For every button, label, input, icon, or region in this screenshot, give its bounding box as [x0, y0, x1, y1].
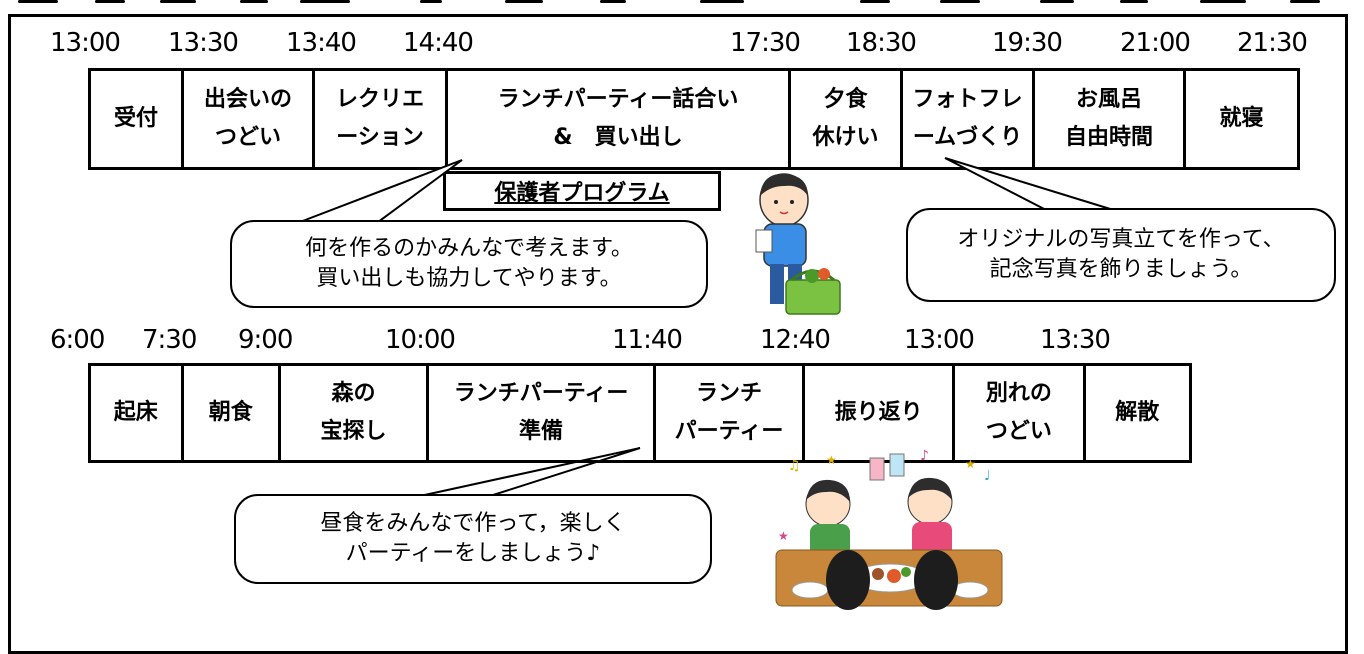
svg-text:★: ★: [778, 529, 789, 543]
activity-cell: 受付: [91, 71, 184, 167]
day2-time: 13:00: [904, 325, 975, 355]
note-photo-frame: オリジナルの写真立てを作って、 記念写真を飾りましょう。: [906, 208, 1336, 302]
svg-text:♫: ♫: [788, 458, 801, 474]
day2-time: 12:40: [760, 325, 831, 355]
day2-time: 10:00: [385, 325, 456, 355]
svg-text:★: ★: [826, 453, 837, 467]
activity-cell: 振り返り: [805, 366, 956, 460]
day2-time: 6:00: [50, 325, 105, 355]
activity-cell: 就寝: [1219, 106, 1264, 131]
activity-cell: 森の 宝探し: [281, 366, 430, 460]
day1-time: 14:40: [403, 28, 474, 58]
activity-cell: ランチパーティー 準備: [429, 366, 656, 460]
day1-schedule-row: 受付 出会いの つどい レクリエ ーション ランチパーティー話合い & 買い出し…: [88, 68, 1300, 170]
day2-time: 13:30: [1040, 325, 1111, 355]
activity-cell: レクリエ ーション: [315, 71, 448, 167]
activity-cell: 起床: [91, 366, 184, 460]
guardian-program-label: 保護者プログラム: [443, 171, 721, 211]
activity-cell: 朝食: [184, 366, 281, 460]
note-party: 昼食をみんなで作って，楽しく パーティーをしましょう♪: [234, 494, 712, 584]
activity-cell: フォトフレ ームづくり: [903, 71, 1035, 167]
day2-schedule-row: 起床 朝食 森の 宝探し ランチパーティー 準備 ランチ パーティー 振り返り …: [88, 363, 1192, 463]
svg-text:♪: ♪: [920, 448, 929, 464]
day1-time: 18:30: [846, 28, 917, 58]
day1-time: 21:30: [1237, 28, 1308, 58]
day1-time: 13:40: [286, 28, 357, 58]
svg-text:♩: ♩: [984, 468, 991, 484]
activity-cell: 出会いの つどい: [184, 71, 315, 167]
day1-time: 13:00: [50, 28, 121, 58]
activity-cell: ランチ パーティー: [656, 366, 806, 460]
activity-cell: 夕食 休けい: [791, 71, 903, 167]
activity-cell: お風呂 自由時間: [1035, 71, 1186, 167]
day1-time: 13:30: [168, 28, 239, 58]
shopping-child-illustration: [755, 173, 841, 315]
svg-text:★: ★: [965, 457, 976, 471]
activity-cell: 別れの つどい: [955, 366, 1086, 460]
day2-time: 9:00: [238, 325, 293, 355]
day1-time: 21:00: [1120, 28, 1191, 58]
activity-cell: ランチパーティー話合い & 買い出し: [448, 71, 791, 167]
day1-time: 19:30: [992, 28, 1063, 58]
day2-time: 7:30: [142, 325, 197, 355]
top-edge-fragments: [0, 0, 1364, 10]
note-lunch-plan: 何を作るのかみんなで考えます。 買い出しも協力してやります。: [230, 220, 708, 308]
day1-time: 17:30: [730, 28, 801, 58]
activity-cell: 解散: [1115, 400, 1160, 425]
lunch-party-illustration: ♫ ♪ ♩ ★ ★ ★: [775, 448, 1003, 610]
day2-time: 11:40: [612, 325, 683, 355]
